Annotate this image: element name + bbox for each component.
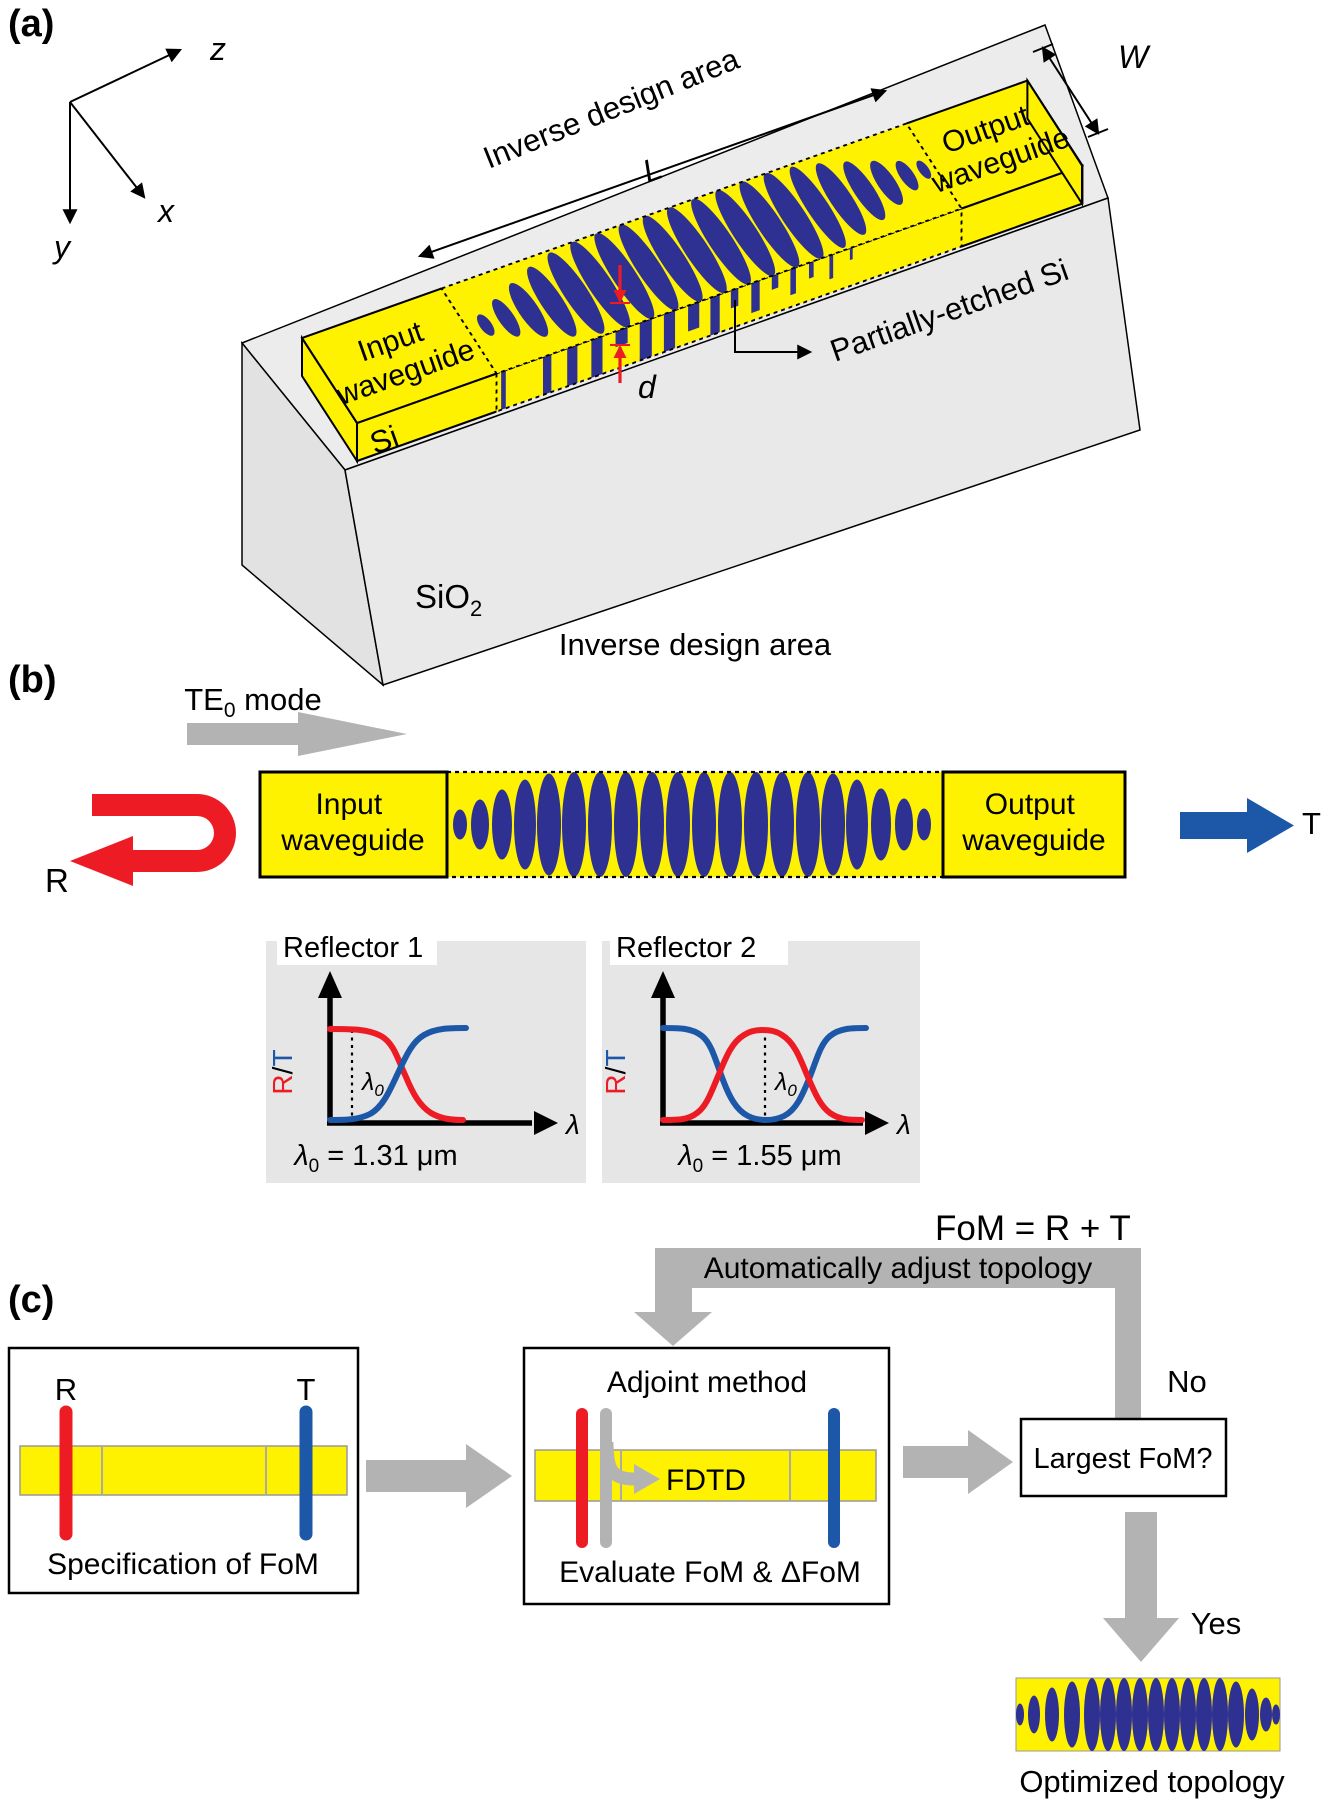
panel-b-label: (b) <box>8 659 57 701</box>
transmission-arrow-icon <box>1180 798 1294 853</box>
spec-R-label: R <box>55 1372 77 1407</box>
reflector2-xlabel: λ <box>895 1109 911 1140</box>
fdtd-label: FDTD <box>666 1464 746 1497</box>
reflector1-R-curve <box>327 1026 466 1123</box>
axis-x-label: x <box>156 193 175 229</box>
strip-right-facet <box>1026 77 1083 208</box>
partially-etched-leader <box>734 300 813 360</box>
optimized-pattern <box>1016 1678 1280 1751</box>
adjoint-waveguide-strip <box>534 1449 877 1502</box>
depth-dimension-arrows <box>610 265 630 383</box>
block-front-face <box>344 196 1141 686</box>
reflection-symbol-b: R <box>45 862 69 899</box>
yes-arrow-icon <box>1103 1512 1179 1662</box>
te0-mode-arrow-icon <box>187 712 407 756</box>
yes-label: Yes <box>1191 1606 1242 1641</box>
input-waveguide-label-b: Input waveguide <box>280 788 424 857</box>
reflector1-caption: λ0 = 1.31 μm <box>292 1140 457 1177</box>
adjoint-caption: Evaluate FoM & ΔFoM <box>559 1556 861 1589</box>
reflector2-title-chip <box>610 929 788 965</box>
reflector1-title: Reflector 1 <box>283 932 423 964</box>
decision-box <box>1019 1417 1228 1498</box>
panel-c-label: (c) <box>8 1279 54 1321</box>
spec-T-label: T <box>297 1372 316 1407</box>
sio2-label: SiO2 <box>415 578 482 621</box>
optimized-caption: Optimized topology <box>1019 1764 1285 1799</box>
fdtd-arrow-icon <box>600 1441 635 1486</box>
feedback-loop-arrow-icon <box>634 1248 1141 1419</box>
inverse-design-area-label-b: Inverse design area <box>559 627 832 662</box>
panel-a-label: (a) <box>8 3 54 45</box>
flow-arrow-1-icon <box>366 1444 512 1508</box>
length-dimension-line <box>417 88 888 259</box>
feedback-label: Automatically adjust topology <box>704 1252 1093 1285</box>
reflector1-T-curve <box>327 1025 469 1123</box>
reflector2-ylabel: R/T <box>600 1049 631 1094</box>
adjoint-title: Adjoint method <box>607 1366 807 1399</box>
reflector1-ylabel: R/T <box>267 1049 298 1094</box>
output-waveguide-b <box>941 770 1127 879</box>
spec-caption: Specification of FoM <box>47 1548 319 1581</box>
spec-waveguide-strip <box>19 1445 348 1496</box>
adjoint-box: Adjoint method FDTD Evaluate FoM & ΔFoM <box>522 1346 891 1606</box>
no-label: No <box>1167 1364 1207 1399</box>
reflector1-lambda0: λ0 <box>360 1068 384 1100</box>
spec-box: R T Specification of FoM <box>7 1346 360 1595</box>
reflector1-title-chip <box>277 929 437 965</box>
reflector1-panel <box>266 941 586 1183</box>
optimized-topology: Optimized topology <box>1015 1677 1285 1799</box>
input-waveguide-b <box>258 770 449 879</box>
reflector2-lambda0: λ0 <box>773 1068 797 1100</box>
panel-b: (b) TE0 mode Inverse design area Input w… <box>8 627 1321 1248</box>
depth-symbol: d <box>638 369 657 405</box>
axis-y-label: y <box>52 229 72 265</box>
output-waveguide-label-b: Output waveguide <box>961 788 1105 857</box>
axes-icon <box>62 48 183 225</box>
te0-mode-label: TE0 mode <box>184 682 321 722</box>
reflection-uturn-arrow-icon <box>70 794 236 886</box>
width-dimension-line <box>1041 46 1100 135</box>
width-symbol: W <box>1118 39 1151 75</box>
transmission-symbol-b: T <box>1302 806 1321 841</box>
reflector2-title: Reflector 2 <box>616 932 756 964</box>
panel-c: (c) Automatically adjust topology No R T… <box>7 1248 1285 1799</box>
panel-a: (a) z x y SiO2 <box>8 3 1151 687</box>
reflector1-xlabel: λ <box>564 1109 580 1140</box>
etched-side-stripes <box>501 247 853 410</box>
decision-label: Largest FoM? <box>1034 1443 1213 1475</box>
fom-equation: FoM = R + T <box>935 1209 1131 1248</box>
width-tick-2 <box>1087 128 1109 138</box>
reflector2-plot: Reflector 2 R/T λ λ0 λ0 = 1.55 μm <box>600 929 920 1183</box>
flow-arrow-2-icon <box>903 1430 1013 1494</box>
width-tick-1 <box>1032 43 1054 53</box>
reflector2-caption: λ0 = 1.55 μm <box>676 1140 841 1177</box>
reflector2-panel <box>602 941 920 1183</box>
reflector1-plot: Reflector 1 R/T λ λ0 λ0 = 1.31 μm <box>266 929 586 1183</box>
reflector2-T-curve <box>660 1025 869 1124</box>
axis-z-label: z <box>209 31 226 67</box>
design-area-outline-b <box>445 770 945 879</box>
reflector2-R-curve <box>660 1026 865 1123</box>
design-pattern-b <box>453 772 931 877</box>
